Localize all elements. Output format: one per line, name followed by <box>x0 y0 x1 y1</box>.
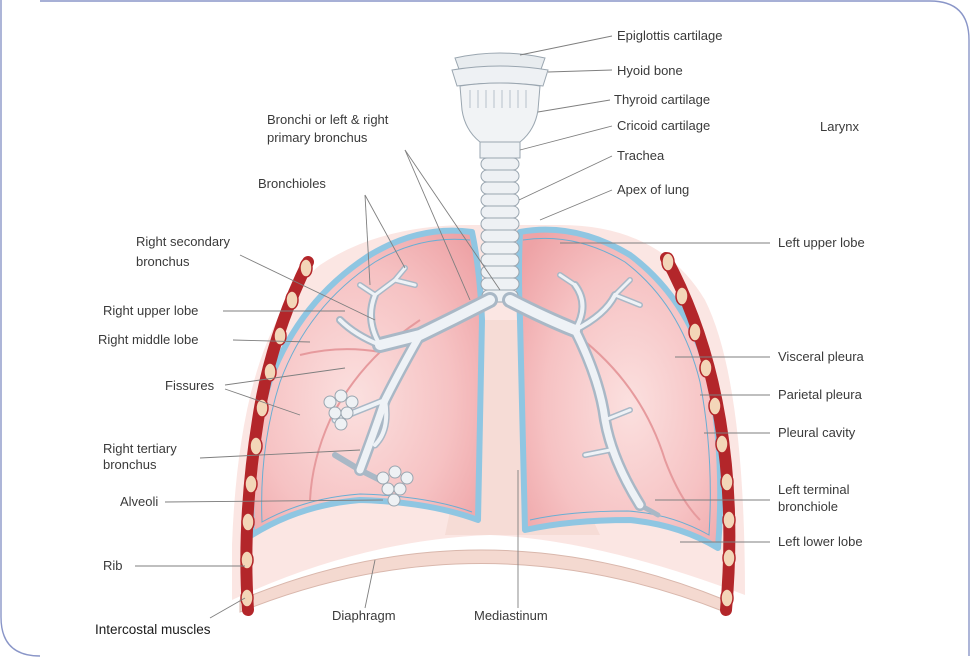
label-hyoid-bone: Hyoid bone <box>617 63 683 78</box>
label-alveoli: Alveoli <box>120 494 158 509</box>
label-visceral-pleura: Visceral pleura <box>778 349 865 364</box>
label-bronchioles: Bronchioles <box>258 176 326 191</box>
right-lung <box>251 231 482 535</box>
label-left-lower-lobe: Left lower lobe <box>778 534 863 549</box>
label-bronchi-line2: primary bronchus <box>267 130 368 145</box>
thyroid-cartilage <box>460 83 540 142</box>
label-mediastinum: Mediastinum <box>474 608 548 623</box>
label-right-tertiary-line2: bronchus <box>103 457 157 472</box>
label-left-terminal-line2: bronchiole <box>778 499 838 514</box>
label-fissures: Fissures <box>165 378 215 393</box>
label-thyroid-cartilage: Thyroid cartilage <box>614 92 710 107</box>
label-parietal-pleura: Parietal pleura <box>778 387 863 402</box>
label-larynx: Larynx <box>820 119 860 134</box>
label-epiglottis-cartilage: Epiglottis cartilage <box>617 28 723 43</box>
label-left-terminal-line1: Left terminal <box>778 482 850 497</box>
label-trachea: Trachea <box>617 148 665 163</box>
label-right-secondary-line2: bronchus <box>136 254 190 269</box>
label-diaphragm: Diaphragm <box>332 608 396 623</box>
label-intercostal-muscles: Intercostal muscles <box>95 622 211 637</box>
label-rib: Rib <box>103 558 123 573</box>
label-right-tertiary-line1: Right tertiary <box>103 441 177 456</box>
label-right-upper-lobe: Right upper lobe <box>103 303 198 318</box>
larynx <box>452 53 548 158</box>
cricoid-cartilage <box>480 142 520 158</box>
label-apex-of-lung: Apex of lung <box>617 182 689 197</box>
trachea <box>481 158 519 302</box>
label-right-middle-lobe: Right middle lobe <box>98 332 198 347</box>
label-right-secondary-line1: Right secondary <box>136 234 230 249</box>
label-left-upper-lobe: Left upper lobe <box>778 235 865 250</box>
label-pleural-cavity: Pleural cavity <box>778 425 856 440</box>
label-bronchi-line1: Bronchi or left & right <box>267 112 389 127</box>
label-cricoid-cartilage: Cricoid cartilage <box>617 118 710 133</box>
